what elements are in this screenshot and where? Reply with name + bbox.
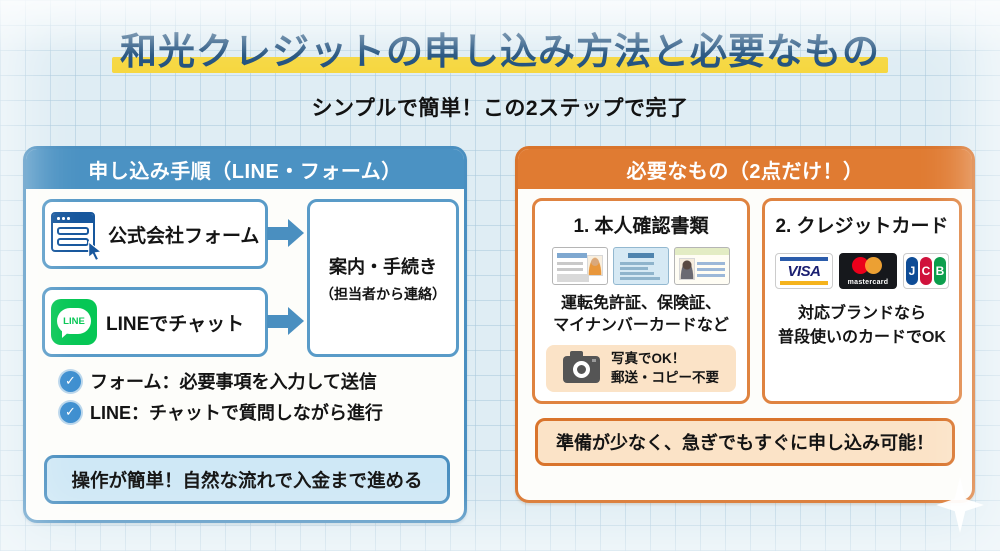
left-panel-header: 申し込み手順（LINE・フォーム） xyxy=(26,149,464,189)
documents-caption: 運転免許証、保険証、 マイナンバーカードなど xyxy=(535,293,747,338)
result-subtitle: （担当者から連絡） xyxy=(320,285,446,302)
credit-card-title: 2. クレジットカード xyxy=(775,216,949,237)
jcb-stripe-b: B xyxy=(934,257,946,285)
result-title: 案内・手続き xyxy=(329,256,437,277)
insurance-card-image xyxy=(613,247,669,285)
page-title-text: 和光クレジットの申し込み方法と必要なもの xyxy=(120,31,880,72)
credit-card-box: 2. クレジットカード VISA mastercard J C B 対応ブランド… xyxy=(762,198,962,404)
browser-form-icon xyxy=(51,212,103,261)
right-footer-note: 準備が少なく、急ぎでもすぐに申し込み可能！ xyxy=(535,418,955,466)
check-item-label: LINE：チャットで質問しながら進行 xyxy=(90,403,383,423)
documents-title: 1. 本人確認書類 xyxy=(573,216,709,237)
visa-label: VISA xyxy=(787,262,821,280)
documents-caption-line2: マイナンバーカードなど xyxy=(553,317,729,335)
left-footer-note: 操作が簡単！自然な流れで入金まで進める xyxy=(44,455,450,504)
cursor-icon xyxy=(88,241,103,261)
identity-documents-box: 1. 本人確認書類 運転免許証、保険証、 マイナンバーカードなど 写真でOK！ … xyxy=(532,198,750,404)
jcb-logo: J C B xyxy=(903,253,949,289)
line-speech-bubble: LINE xyxy=(57,308,91,334)
mastercard-circle-orange xyxy=(865,257,882,274)
camera-lens xyxy=(573,361,590,378)
requirements-panel: 必要なもの（2点だけ！） 1. 本人確認書類 運転免許証、保険証、 マイナンバー… xyxy=(515,146,975,503)
credit-card-caption: 対応ブランドなら 普段使いのカードでOK xyxy=(765,302,959,350)
form-icon-field xyxy=(57,238,89,246)
documents-caption-line1: 運転免許証、保険証、 xyxy=(560,295,721,312)
line-step-box: LINE LINEでチャット xyxy=(42,287,268,357)
flow-arrow-icon xyxy=(267,307,304,335)
form-step-box: 公式会社フォーム xyxy=(42,199,268,269)
mastercard-label: mastercard xyxy=(847,279,889,286)
mastercard-logo: mastercard xyxy=(839,253,897,289)
id-cards-row xyxy=(535,247,747,285)
card-brands-row: VISA mastercard J C B xyxy=(765,253,959,289)
page-title: 和光クレジットの申し込み方法と必要なもの xyxy=(112,31,888,73)
photo-note-line1: 写真でOK！ xyxy=(611,350,686,366)
line-app-icon: LINE xyxy=(51,299,97,345)
form-step-label: 公式会社フォーム xyxy=(108,225,260,247)
check-item-form: ✓ フォーム：必要事項を入力して送信 xyxy=(60,369,377,393)
check-item-label: フォーム：必要事項を入力して送信 xyxy=(90,372,377,392)
mynumber-card-image xyxy=(674,247,730,285)
jcb-stripe-j: J xyxy=(906,257,918,285)
form-icon-titlebar xyxy=(53,214,93,223)
photo-note-box: 写真でOK！ 郵送・コピー不要 xyxy=(546,345,736,392)
drivers-license-image xyxy=(552,247,608,285)
application-steps-panel: 申し込み手順（LINE・フォーム） 公式会社フォーム LIN xyxy=(23,146,467,523)
photo-note-text: 写真でOK！ 郵送・コピー不要 xyxy=(611,350,719,388)
check-badge-icon: ✓ xyxy=(60,370,81,392)
jcb-stripe-c: C xyxy=(920,257,932,285)
page-subtitle: シンプルで簡単！この2ステップで完了 xyxy=(311,97,689,120)
credit-card-caption-line2: 普段使いのカードでOK xyxy=(777,329,946,346)
photo-note-line2: 郵送・コピー不要 xyxy=(611,369,719,385)
visa-logo: VISA xyxy=(775,253,833,289)
credit-card-caption-line1: 対応ブランドなら xyxy=(797,305,926,322)
left-panel-body: 公式会社フォーム LINE LINEでチャット 案内・手続き （担当者から連絡）… xyxy=(26,189,464,520)
right-panel-body: 1. 本人確認書類 運転免許証、保険証、 マイナンバーカードなど 写真でOK！ … xyxy=(518,189,972,500)
check-item-line: ✓ LINE：チャットで質問しながら進行 xyxy=(60,400,383,424)
flow-arrow-icon xyxy=(267,219,304,247)
page-title-wrap: 和光クレジットの申し込み方法と必要なもの xyxy=(0,31,1000,73)
right-panel-header: 必要なもの（2点だけ！） xyxy=(518,149,972,189)
line-icon-label: LINE xyxy=(63,315,85,327)
line-step-label: LINEでチャット xyxy=(106,313,245,335)
result-box: 案内・手続き （担当者から連絡） xyxy=(307,199,459,357)
check-badge-icon: ✓ xyxy=(60,401,81,423)
form-icon-field xyxy=(57,226,89,235)
camera-icon xyxy=(563,351,600,383)
